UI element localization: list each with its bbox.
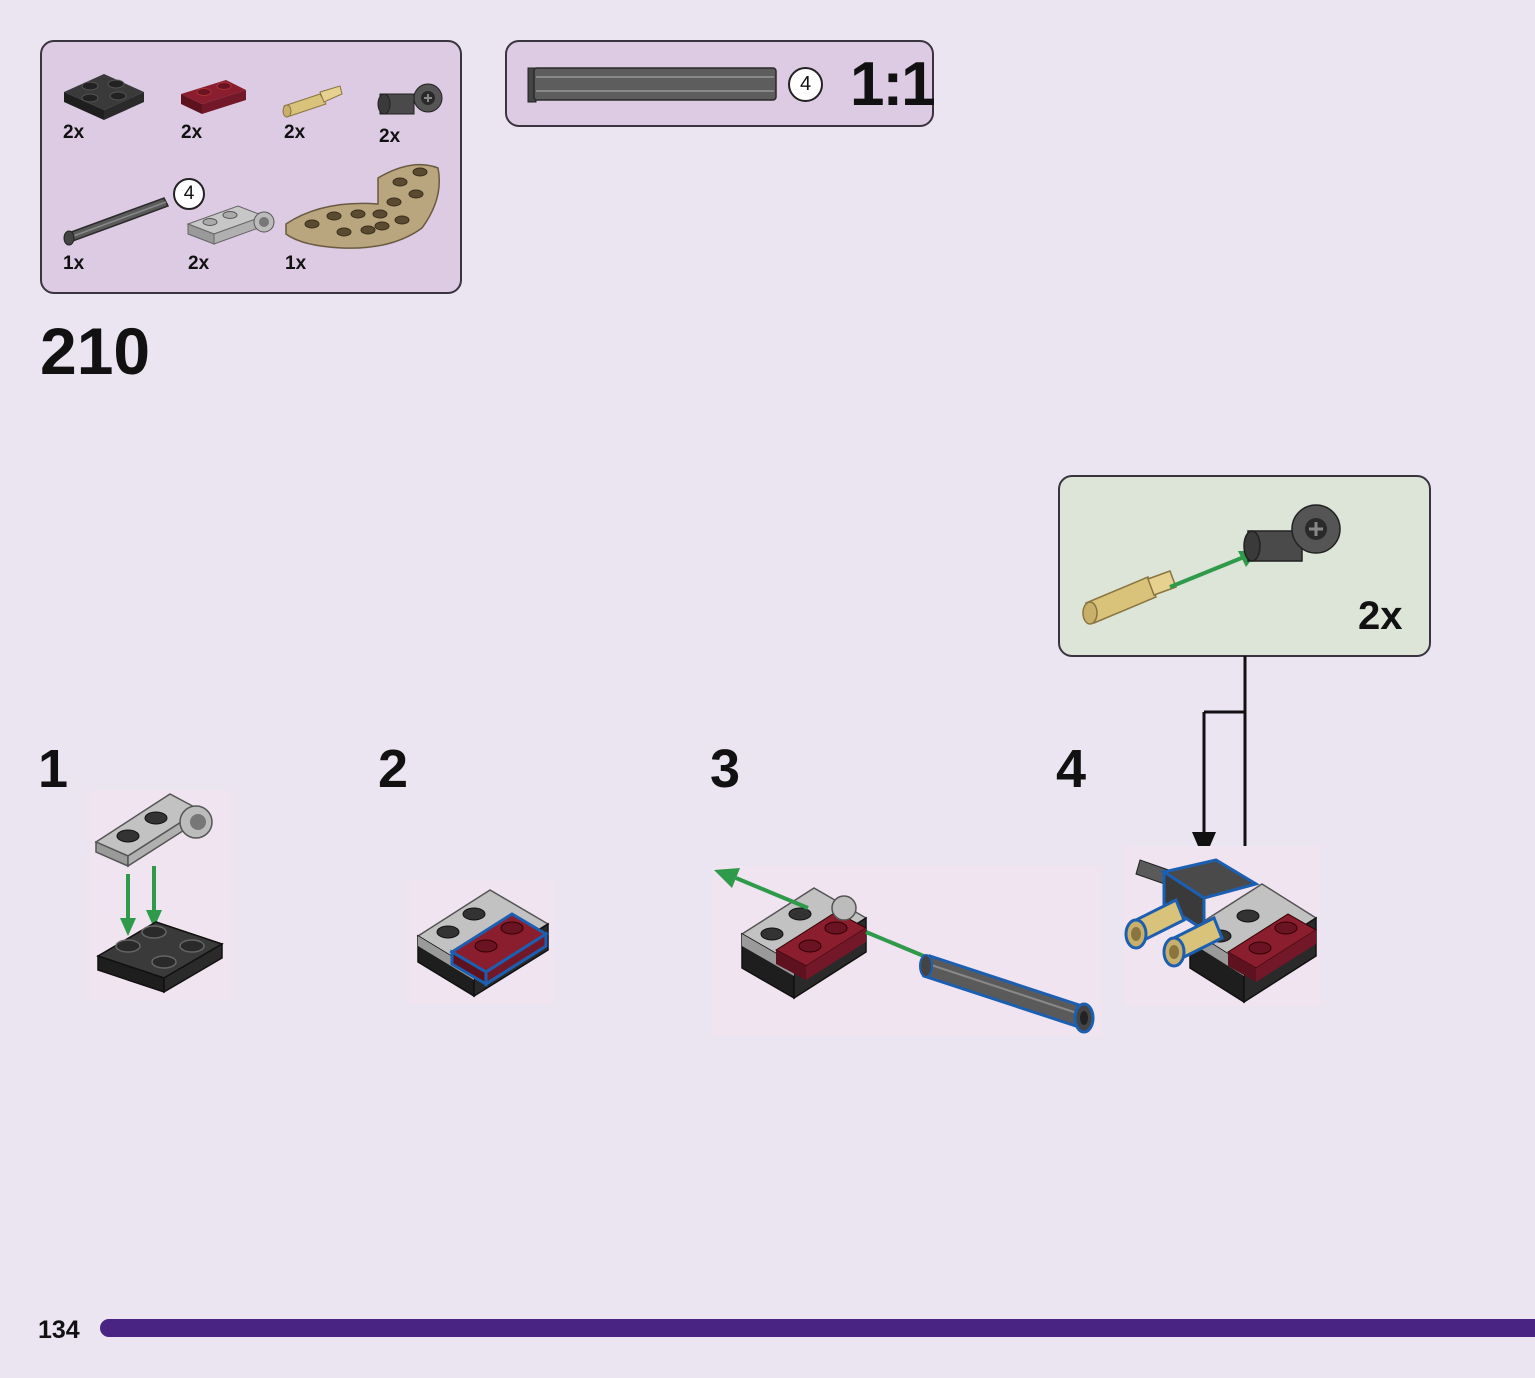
sub-step-number-3: 3 xyxy=(710,739,741,799)
step-number: 210 xyxy=(40,314,151,388)
light-gray-plate-icon xyxy=(186,205,275,245)
sub-step-3-figure xyxy=(714,868,1095,1034)
axle-icon xyxy=(63,197,170,246)
part-qty: 2x xyxy=(181,122,203,143)
sub-step-number-1: 1 xyxy=(38,739,69,799)
part-qty: 2x xyxy=(379,126,401,147)
sub-step-4-figure xyxy=(1124,858,1318,1004)
sub-step-number-2: 2 xyxy=(378,739,409,799)
scale-length-value: 4 xyxy=(799,73,812,95)
scale-length-badge: 4 xyxy=(788,67,823,102)
sub-step-2-figure xyxy=(416,889,550,998)
sub-assembly-qty: 2x xyxy=(1358,594,1403,638)
axle-actual-size-icon xyxy=(527,67,777,103)
dark-gray-connector-icon xyxy=(377,83,443,115)
part-qty: 2x xyxy=(284,122,306,143)
part-qty: 1x xyxy=(63,253,85,274)
sub-step-1-figure xyxy=(94,793,224,994)
part-qty: 2x xyxy=(63,122,85,143)
sub-step-number-4: 4 xyxy=(1056,739,1087,799)
page-number: 134 xyxy=(38,1316,80,1344)
sub-assembly-figure xyxy=(1082,504,1341,625)
dark-gray-plate-icon xyxy=(64,74,144,120)
part-qty: 1x xyxy=(285,253,307,274)
dark-red-plate-icon xyxy=(181,80,246,114)
page-progress-bar xyxy=(100,1319,1535,1337)
sub-assembly-panel xyxy=(1058,475,1431,657)
scale-label: 1:1 xyxy=(850,50,936,119)
length-badge: 4 xyxy=(173,178,205,210)
part-qty: 2x xyxy=(188,253,210,274)
tan-pin-icon xyxy=(282,85,343,118)
tan-round-plate-icon xyxy=(285,163,441,249)
length-badge-value: 4 xyxy=(183,183,195,204)
